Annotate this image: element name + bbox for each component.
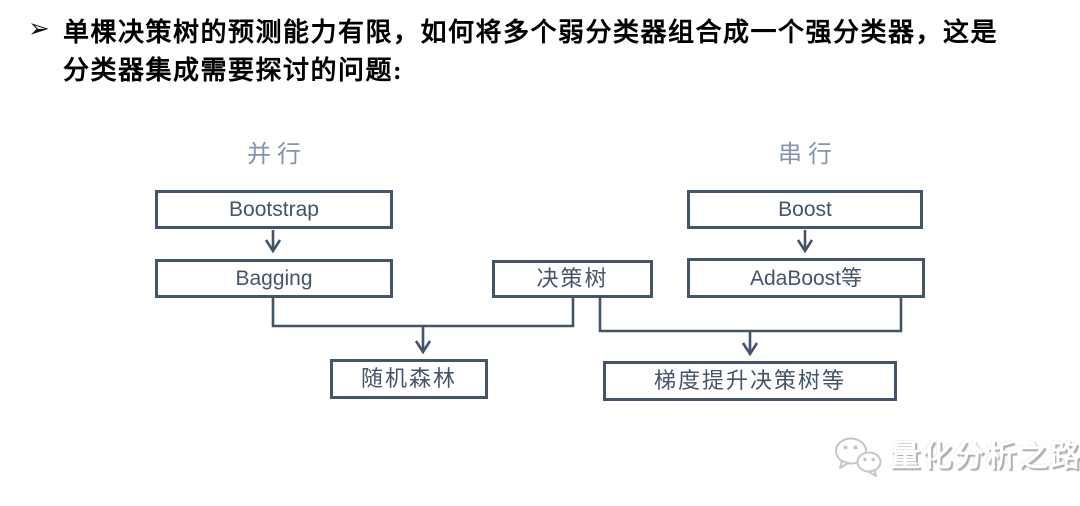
node-decision-tree: 决策树 [492,260,653,298]
watermark: 量化分析之路 [832,434,1080,480]
label-parallel: 并行 [247,142,307,168]
node-bootstrap: Bootstrap [155,190,393,229]
node-bagging: Bagging [155,259,393,298]
node-boost: Boost [687,190,923,229]
watermark-text: 量化分析之路 [890,440,1080,473]
title-line-2: 分类器集成需要探讨的问题: [63,56,404,85]
node-adaboost: AdaBoost等 [687,258,925,298]
label-serial: 串行 [778,142,838,168]
bullet-arrow-icon: ➢ [28,14,50,44]
node-gbdt: 梯度提升决策树等 [603,361,897,401]
node-random-forest: 随机森林 [330,359,488,399]
title-line-1: 单棵决策树的预测能力有限，如何将多个弱分类器组合成一个强分类器，这是 [63,18,999,47]
wechat-icon [835,437,882,477]
